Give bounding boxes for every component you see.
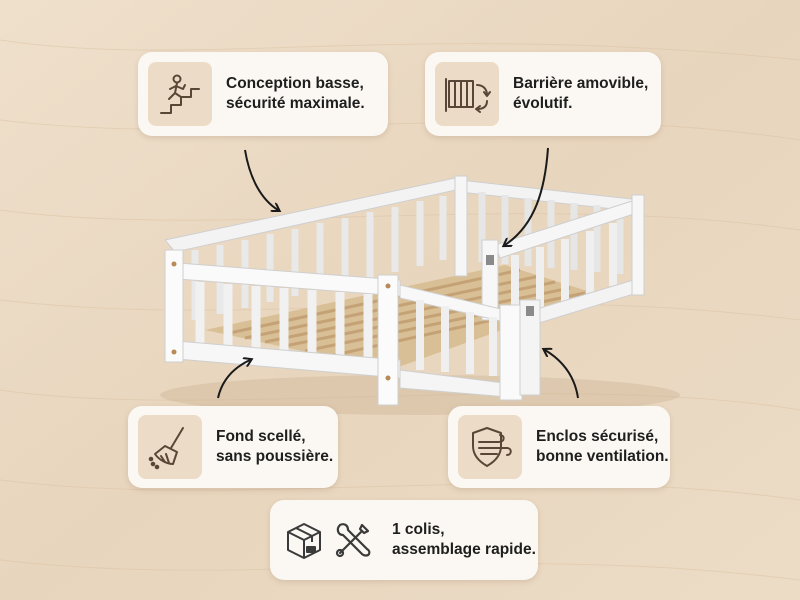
feature-card-low-design: Conception basse, sécurité maximale. <box>138 52 388 136</box>
icon-tile <box>138 415 202 479</box>
feature-text: Barrière amovible, évolutif. <box>513 75 649 112</box>
feature-card-quick-assembly: 1 colis, assemblage rapide. <box>270 500 538 580</box>
floor-bed-illustration <box>160 175 680 415</box>
arrow-to-enclosure <box>545 350 579 399</box>
icon-tile <box>435 62 499 126</box>
arrow-to-sealed-bottom <box>217 360 250 399</box>
arrow-to-low-design <box>244 149 278 210</box>
feature-card-removable-barrier: Barrière amovible, évolutif. <box>425 52 661 136</box>
feature-text: Enclos sécurisé, bonne ventilation. <box>536 428 669 465</box>
feature-text: Fond scellé, sans poussière. <box>216 428 334 465</box>
broom-icon <box>148 427 184 470</box>
climbing-stairs-icon <box>160 74 200 114</box>
package-box-icon <box>287 523 321 559</box>
icon-group <box>282 518 374 562</box>
feature-text: Conception basse, sécurité maximale. <box>226 75 365 112</box>
removable-gate-icon <box>445 78 491 113</box>
icon-tile <box>458 415 522 479</box>
tools-icon <box>335 523 371 558</box>
feature-card-sealed-bottom: Fond scellé, sans poussière. <box>128 406 338 488</box>
feature-text: 1 colis, assemblage rapide. <box>392 521 536 558</box>
feature-card-secure-enclosure: Enclos sécurisé, bonne ventilation. <box>448 406 670 488</box>
arrow-to-gate <box>505 147 549 245</box>
icon-tile <box>148 62 212 126</box>
shield-wind-icon <box>472 427 512 467</box>
